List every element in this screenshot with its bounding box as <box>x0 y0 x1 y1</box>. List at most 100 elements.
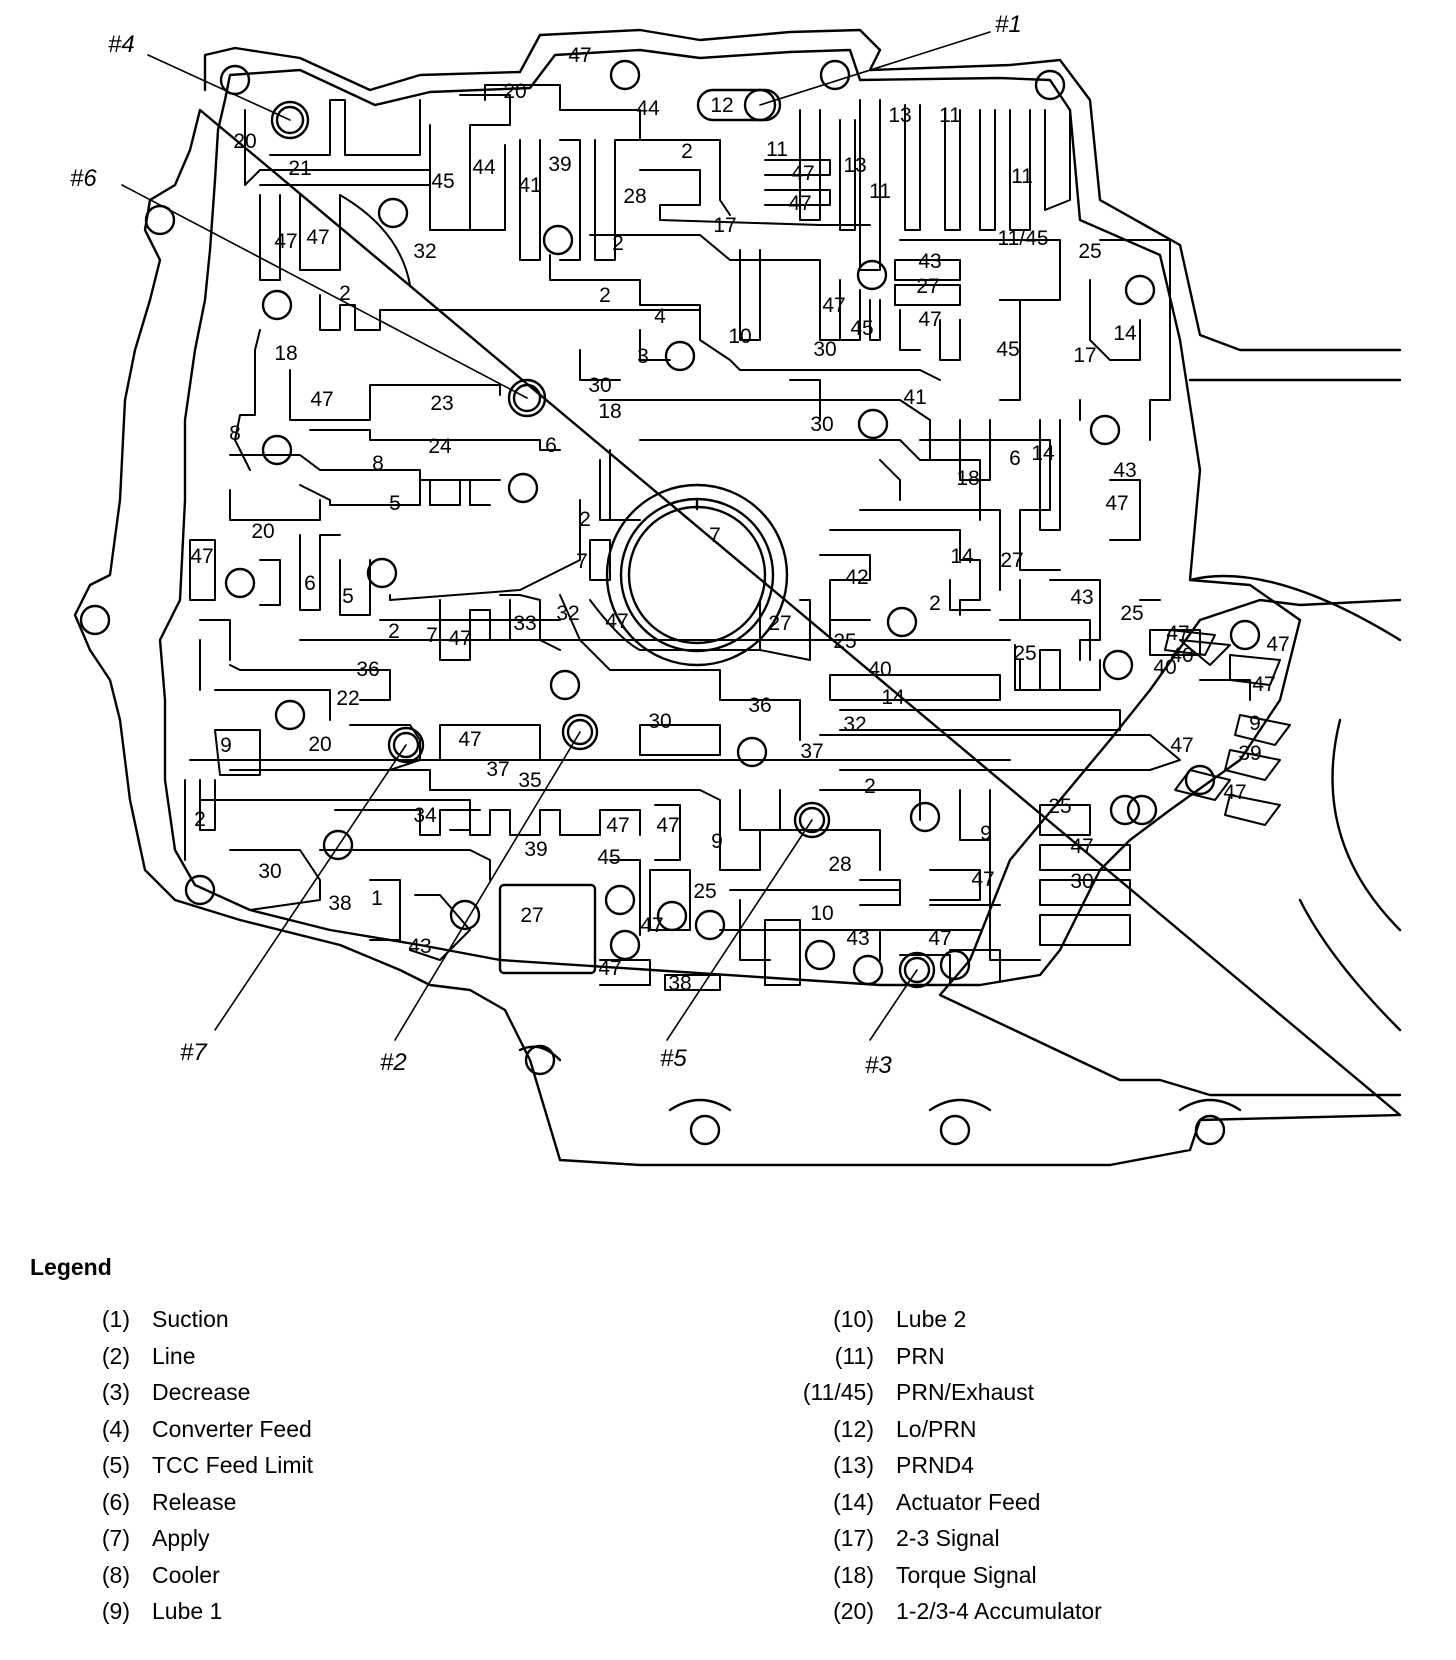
passage-label: 47 <box>1070 835 1093 858</box>
passage-label: 2 <box>388 620 400 643</box>
passage-label: 11 <box>1011 165 1033 188</box>
passage-label: 47 <box>971 868 994 891</box>
passage-label: 47 <box>458 728 481 751</box>
passage-label: 43 <box>408 935 431 958</box>
leader-7 <box>214 744 407 1031</box>
passage-label: 37 <box>800 740 823 763</box>
legend-code: (5) <box>101 1452 130 1478</box>
passage-label: 25 <box>1048 795 1071 818</box>
passage-label: 47 <box>1166 622 1189 645</box>
passage-label: 30 <box>813 338 836 361</box>
legend-row: (5)TCC Feed Limit <box>0 1448 1456 1482</box>
legend-row: (13)PRND4 <box>0 1448 1456 1482</box>
passage-label: 9 <box>220 734 232 757</box>
legend-text: PRND4 <box>896 1452 974 1478</box>
passage-label: 37 <box>486 758 509 781</box>
passage-label: 14 <box>881 686 905 709</box>
leader-3 <box>869 969 918 1041</box>
passage-label: 9 <box>980 822 992 845</box>
legend-row: (10)Lube 2 <box>0 1302 1456 1336</box>
passage-label: 40 <box>1170 644 1193 667</box>
plate-outline <box>158 48 1302 987</box>
passage-label: 45 <box>996 338 1019 361</box>
passage-label: 41 <box>518 174 541 197</box>
suction-port <box>498 883 597 975</box>
legend-text: Lo/PRN <box>896 1415 977 1442</box>
passage-label: 47 <box>1252 673 1275 696</box>
legend-code: (18) <box>833 1561 874 1588</box>
legend-code: (2) <box>101 1342 130 1369</box>
bottom-ears <box>518 1045 1242 1112</box>
passage-label: 17 <box>1073 344 1096 367</box>
legend-code: (8) <box>101 1561 130 1588</box>
passage-label: 47 <box>606 814 629 837</box>
legend-code: (17) <box>833 1525 874 1551</box>
legend-code: (12) <box>833 1415 874 1442</box>
passage-label: 11 <box>869 180 891 203</box>
legend-row: (8)Cooler <box>0 1558 1456 1592</box>
legend-row: (3)Decrease <box>0 1375 1456 1409</box>
legend-code: (4) <box>101 1415 130 1442</box>
passage-label: 25 <box>1013 642 1036 665</box>
passage-label: 18 <box>274 342 297 365</box>
passage-label: 39 <box>548 153 571 176</box>
legend-text: 2-3 Signal <box>896 1525 1000 1551</box>
legend-row: (17) 2-3 Signal <box>0 1521 1456 1555</box>
passage-label: 44 <box>472 156 496 179</box>
passage-label: 47 <box>568 44 591 67</box>
legend-code: (3) <box>101 1379 130 1405</box>
passage-label: 39 <box>524 838 547 861</box>
passage-label: 47 <box>306 226 329 249</box>
passage-label: 11 <box>939 104 961 127</box>
passage-label: 18 <box>956 467 979 490</box>
legend-text: PRN <box>896 1342 945 1369</box>
legend-text: 1-2/3-4 Accumulator <box>896 1598 1102 1624</box>
passage-label: 6 <box>1009 447 1021 470</box>
passage-label: 35 <box>518 769 541 792</box>
passage-label: 7 <box>576 550 588 573</box>
legend-text: Line <box>152 1342 196 1369</box>
passage-label: 47 <box>310 388 333 411</box>
callout-label: #3 <box>865 1052 892 1079</box>
legend-row: (9)Lube 1 <box>0 1594 1456 1628</box>
passage-label: 25 <box>833 630 856 653</box>
legend-row: (18)Torque Signal <box>0 1558 1456 1592</box>
passage-label: 32 <box>413 240 436 263</box>
passage-label: 43 <box>846 927 869 950</box>
passage-label: 47 <box>918 308 941 331</box>
legend-row: (11)PRN <box>0 1339 1456 1373</box>
passage-label: 36 <box>748 694 771 717</box>
callout-label: #1 <box>995 11 1022 38</box>
passage-label: 47 <box>190 545 213 568</box>
callout-label: #6 <box>70 165 97 192</box>
legend-code: (9) <box>101 1598 130 1624</box>
callout-label: #7 <box>180 1039 208 1066</box>
legend-row: (12) Lo/PRN <box>0 1412 1456 1446</box>
passage-label: 42 <box>845 566 868 589</box>
passage-label: 30 <box>588 374 611 397</box>
passage-label: 39 <box>1238 742 1261 765</box>
passage-label: 28 <box>828 853 851 876</box>
passage-label: 47 <box>788 192 811 215</box>
passage-label: 2 <box>339 282 351 305</box>
passage-label: 4 <box>654 305 666 328</box>
passage-label: 47 <box>1170 734 1193 757</box>
passage-label: 38 <box>668 972 691 995</box>
legend-code: (7) <box>101 1525 130 1551</box>
legend-code: (20) <box>833 1598 874 1624</box>
passage-label: 23 <box>430 392 453 415</box>
passage-label: 27 <box>916 275 939 298</box>
passage-label: 47 <box>822 294 845 317</box>
passage-label: 11/45 <box>998 227 1049 250</box>
legend-code: (6) <box>101 1488 130 1515</box>
passage-label: 41 <box>903 386 926 409</box>
legend-text: PRN/Exhaust <box>896 1379 1035 1405</box>
passage-label: 45 <box>850 317 873 340</box>
legend-row: (11/45)PRN/Exhaust <box>0 1375 1456 1409</box>
passage-label: 17 <box>713 214 736 237</box>
passage-label: 33 <box>513 612 536 635</box>
passage-label: 8 <box>372 452 384 475</box>
passage-label: 47 <box>605 610 628 633</box>
passage-tracks <box>184 84 1291 991</box>
